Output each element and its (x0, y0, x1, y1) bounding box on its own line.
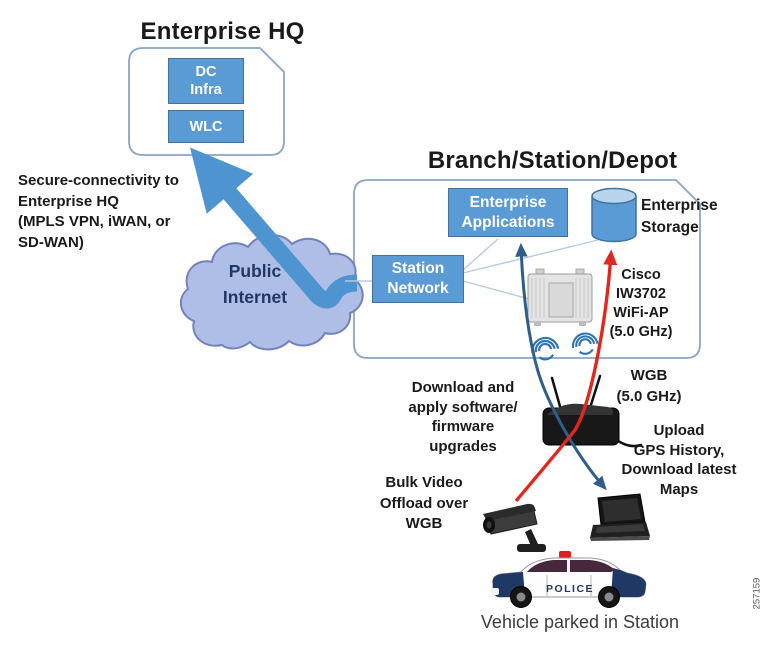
download-line1: Download and (411, 379, 515, 396)
bulk-video-offload-arrow (514, 249, 618, 503)
figure-number: 257159 (751, 577, 763, 610)
cisco-ap-line2: IW3702 (616, 286, 666, 302)
station-label-line2: Network (387, 280, 449, 297)
dc-infra-label-line2: Infra (190, 82, 222, 98)
storage-cylinder-icon (591, 187, 637, 243)
download-line4: upgrades (429, 437, 497, 455)
bulk-line2: Offload over (379, 494, 469, 512)
upload-line2: GPS History, (633, 441, 725, 459)
cloud-icon (179, 234, 364, 351)
station-label-line1: Station (391, 260, 445, 277)
apps-label-line1: Enterprise (469, 193, 547, 211)
cisco-ap-line4: (5.0 GHz) (609, 324, 673, 340)
storage-label-line2: Storage (641, 219, 699, 236)
branch-container-box (353, 179, 701, 359)
bulk-video-note: Bulk Video Offload over WGB (364, 473, 484, 535)
secure-connectivity-note: Secure-connectivity to Enterprise HQ (MP… (18, 171, 230, 253)
access-point-icon (527, 268, 593, 326)
wlc-label: WLC (189, 118, 223, 135)
wlc-box: WLC (168, 110, 244, 143)
hq-container-box (128, 47, 285, 156)
station-network-box: Station Network (372, 255, 464, 303)
cloud-label-line2: Internet (222, 287, 288, 307)
police-marking-text: POLICE (546, 583, 594, 595)
bulk-line1: Bulk Video (385, 474, 463, 491)
enterprise-applications-box: Enterprise Applications (448, 188, 568, 237)
upload-line1: Upload (653, 422, 705, 439)
software-download-flow-arrow (515, 242, 607, 491)
dc-infra-box: DC Infra (168, 58, 244, 104)
download-line2: apply software/ (408, 398, 518, 416)
vehicle-caption: Vehicle parked in Station (480, 612, 680, 632)
wgb-line1: WGB (630, 367, 668, 384)
cisco-ap-label: Cisco IW3702 WiFi-AP (5.0 GHz) (598, 266, 684, 342)
download-upgrades-note: Download and apply software/ firmware up… (396, 378, 530, 456)
cctv-camera-icon (483, 503, 546, 552)
secure-line2: Enterprise HQ (18, 192, 119, 210)
bulk-line3: WGB (405, 515, 443, 532)
secure-line1: Secure-connectivity to (18, 172, 179, 189)
secure-connectivity-arrow (190, 147, 358, 309)
enterprise-hq-title: Enterprise HQ (140, 18, 305, 45)
upload-line4: Maps (659, 480, 699, 498)
download-line3: firmware (431, 418, 495, 435)
secure-line3: (MPLS VPN, iWAN, or (18, 213, 171, 230)
wifi-signal-icon (531, 332, 599, 361)
police-car-icon: POLICE (491, 551, 647, 608)
secure-line4: SD-WAN) (18, 233, 84, 251)
laptop-icon (590, 493, 650, 541)
dc-infra-label-line1: DC (195, 64, 217, 80)
upload-gps-note: Upload GPS History, Download latest Maps (611, 421, 747, 499)
cisco-ap-line1: Cisco (621, 267, 661, 283)
branch-station-depot-title: Branch/Station/Depot (427, 147, 678, 174)
cisco-ap-line3: WiFi-AP (613, 305, 669, 321)
upload-line3: Download latest (621, 461, 737, 478)
enterprise-storage-label: Enterprise Storage (641, 195, 721, 239)
wgb-line2: (5.0 GHz) (616, 387, 682, 405)
wgb-label: WGB (5.0 GHz) (606, 366, 692, 407)
storage-label-line1: Enterprise (641, 197, 718, 214)
public-internet-label: Public Internet (190, 258, 320, 310)
apps-label-line2: Applications (461, 213, 555, 231)
cloud-label-line1: Public (228, 261, 282, 281)
